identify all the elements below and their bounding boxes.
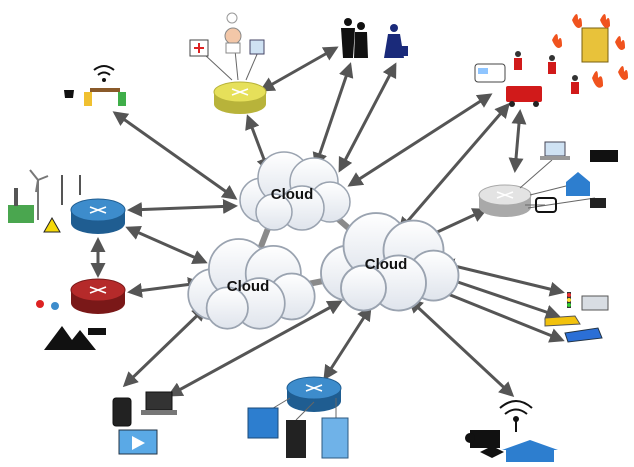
- vehicles-icon: [544, 292, 609, 343]
- cloud-top: Cloud: [239, 151, 351, 231]
- mobile-devices-icon: [112, 391, 177, 455]
- router-arrows-icon: [89, 206, 107, 214]
- cloud-left: Cloud: [187, 238, 316, 330]
- arrow-blue-router-cloud: [127, 198, 238, 218]
- fire-emergency-icon: [474, 14, 628, 107]
- business-people-icon: [341, 18, 368, 58]
- router-yellow: [213, 81, 267, 114]
- arrow-red-router-cloud: [127, 277, 203, 298]
- router-arrows-icon: [89, 286, 107, 294]
- cloud-top-label: Cloud: [271, 186, 314, 203]
- traveler-icon: [384, 24, 408, 58]
- arrow-people-cloud: [312, 62, 354, 168]
- weather-sensor-icon: [36, 300, 106, 350]
- router-red: [70, 278, 126, 314]
- cloud-left-label: Cloud: [227, 278, 270, 295]
- router-gray: [478, 184, 532, 217]
- router-arrows-icon: [305, 384, 323, 392]
- router-blue-left: [70, 198, 126, 234]
- energy-plant-icon: [8, 169, 81, 233]
- arrow-vehicles-3: [430, 285, 565, 343]
- router-arrows-icon: [231, 88, 249, 96]
- cafe-wifi-icon: [64, 65, 126, 106]
- arrow-cafe-cloud: [112, 111, 238, 200]
- arrow-traveler-cloud: [338, 62, 397, 173]
- router-blue-bottom: [286, 376, 342, 412]
- arrow-fire-gray-router: [508, 109, 527, 173]
- arrow-vehicles-1: [439, 258, 565, 297]
- arrow-yellow-router-people: [259, 46, 339, 92]
- arrows: [90, 46, 565, 398]
- cloud-right: Cloud: [320, 212, 460, 312]
- smart-home-icon: [519, 141, 618, 213]
- arrow-buildings-cloud: [323, 305, 372, 381]
- buildings-icon: [247, 397, 349, 459]
- medical-icon: [189, 12, 265, 81]
- arrow-devices-cloud-right: [167, 300, 343, 397]
- arrow-blue-router-cloud-left: [125, 225, 208, 265]
- cloud-right-label: Cloud: [365, 256, 408, 273]
- router-arrows-icon: [496, 191, 514, 199]
- arrow-services-cloud: [407, 297, 515, 398]
- public-services-icon: [465, 400, 558, 462]
- arrow-devices-cloud-left: [122, 305, 208, 388]
